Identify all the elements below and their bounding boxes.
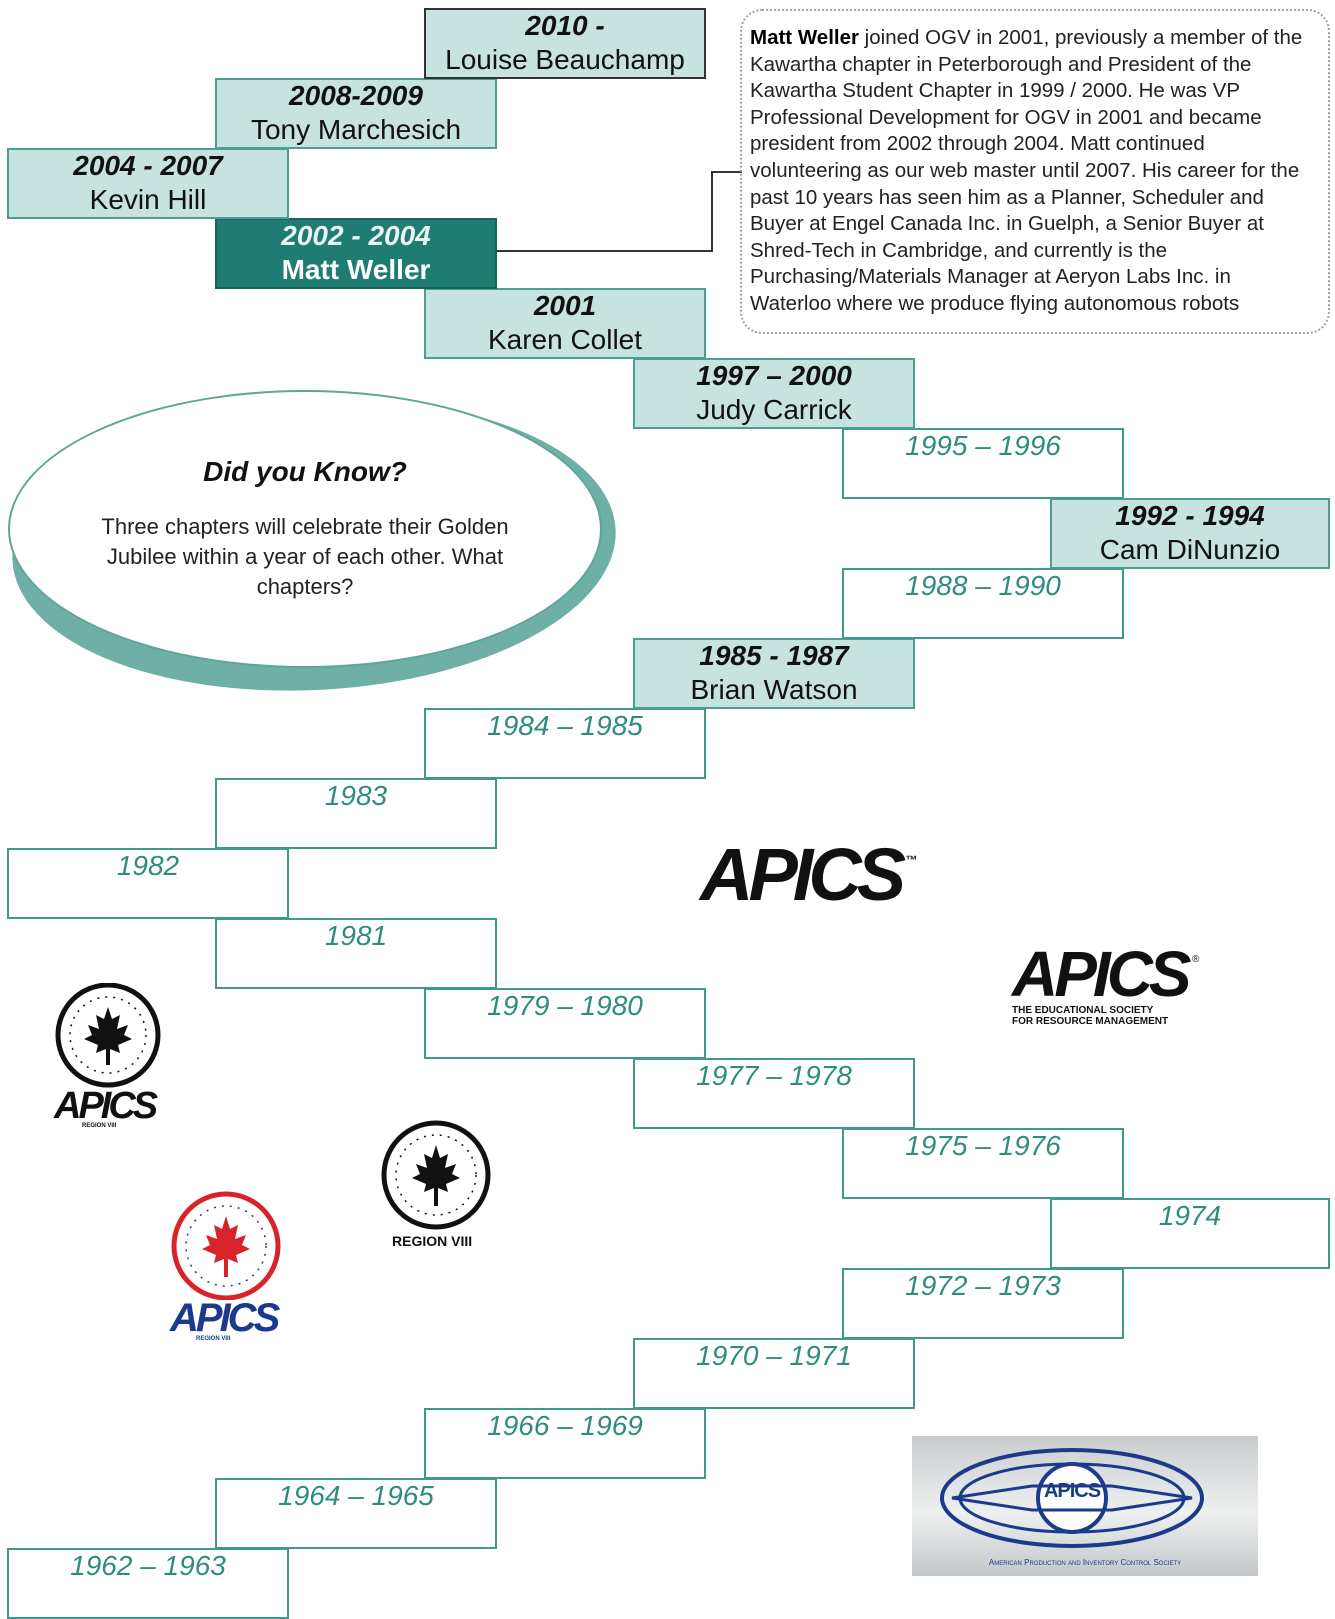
- did-you-know-title: Did you Know?: [203, 456, 407, 487]
- capic-red-seal-icon: [171, 1191, 281, 1301]
- timeline-years: 2002 - 2004: [281, 220, 431, 251]
- timeline-years: 1984 – 1985: [487, 710, 643, 741]
- timeline-entry: 1988 – 1990: [842, 568, 1124, 639]
- timeline-years: 1997 – 2000: [696, 360, 852, 391]
- timeline-years: 1988 – 1990: [905, 570, 1061, 601]
- timeline-entry: 1974: [1050, 1198, 1330, 1269]
- capic-region-logo: REGION VIII: [378, 1120, 498, 1250]
- timeline-entry: 1984 – 1985: [424, 708, 706, 779]
- capic-black-seal-icon: [55, 982, 161, 1088]
- did-you-know-body: Three chapters will celebrate their Gold…: [101, 514, 509, 599]
- did-you-know-bubble: Did you Know? Three chapters will celebr…: [8, 390, 602, 668]
- timeline-president-name: Cam DiNunzio: [1099, 534, 1281, 565]
- apics-oval-text: APICS: [1043, 1480, 1101, 1502]
- capic-region-sub: REGION VIII: [392, 1233, 473, 1249]
- timeline-years: 1979 – 1980: [487, 990, 643, 1021]
- bio-textbox: Matt Weller joined OGV in 2001, previous…: [740, 9, 1330, 334]
- timeline-years: 2010 -: [525, 10, 605, 41]
- capic-red-apics-logo: APICS REGION VIII: [168, 1190, 298, 1350]
- timeline-years: 1981: [324, 920, 388, 951]
- timeline-president-name: Brian Watson: [690, 674, 858, 705]
- apics-society-logo: APICS ® THE EDUCATIONAL SOCIETY FOR RESO…: [1012, 937, 1202, 1027]
- timeline-years: 1970 – 1971: [696, 1340, 852, 1371]
- capic-black-apics-logo: APICS REGION VIII: [52, 982, 172, 1133]
- timeline-entry: 1962 – 1963: [7, 1548, 289, 1619]
- timeline-president-name: Judy Carrick: [696, 394, 852, 425]
- timeline-years: 1982: [116, 850, 180, 881]
- apics-society-text: APICS: [1012, 938, 1192, 1010]
- timeline-years: 1992 - 1994: [1115, 500, 1265, 531]
- apics-oval-caption: American Production and Inventory Contro…: [988, 1558, 1182, 1567]
- timeline-years: 2001: [533, 290, 597, 321]
- timeline-years: 1985 - 1987: [699, 640, 849, 671]
- timeline-entry: 1970 – 1971: [633, 1338, 915, 1409]
- timeline-entry: 1977 – 1978: [633, 1058, 915, 1129]
- timeline-years: 2004 - 2007: [73, 150, 223, 181]
- timeline-entry: 1995 – 1996: [842, 428, 1124, 499]
- timeline-years: 1974: [1158, 1200, 1222, 1231]
- bio-text: joined OGV in 2001, previously a member …: [750, 26, 1303, 315]
- timeline-president-name: Tony Marchesich: [250, 114, 462, 145]
- timeline-years: 1975 – 1976: [905, 1130, 1061, 1161]
- timeline-years: 1966 – 1969: [487, 1410, 643, 1441]
- timeline-president-name: Karen Collet: [487, 324, 643, 355]
- capic-red-sub: REGION VIII: [196, 1336, 231, 1342]
- timeline-entry: 1979 – 1980: [424, 988, 706, 1059]
- capic-black-sub: REGION VIII: [82, 1123, 117, 1129]
- capic-red-apics-text: APICS: [170, 1296, 280, 1340]
- timeline-years: 1983: [324, 780, 388, 811]
- apics-tm-text: APICS: [700, 833, 906, 916]
- timeline-years: 1977 – 1978: [696, 1060, 852, 1091]
- timeline-years: 1972 – 1973: [905, 1270, 1061, 1301]
- apics-society-line2: FOR RESOURCE MANAGEMENT: [1012, 1016, 1169, 1027]
- apics-tm-logo: APICS ™: [700, 832, 918, 917]
- timeline-entry: 1975 – 1976: [842, 1128, 1124, 1199]
- bio-name: Matt Weller: [750, 26, 859, 49]
- apics-society-line1: THE EDUCATIONAL SOCIETY: [1012, 1005, 1154, 1016]
- timeline-entry: 1983: [215, 778, 497, 849]
- timeline-entry: 2010 -Louise Beauchamp: [424, 8, 706, 79]
- timeline-years: 1995 – 1996: [905, 430, 1061, 461]
- timeline-president-name: Kevin Hill: [89, 184, 207, 215]
- timeline-entry: 1981: [215, 918, 497, 989]
- capic-region-seal-icon: [381, 1120, 491, 1230]
- timeline-entry: 1972 – 1973: [842, 1268, 1124, 1339]
- apics-oval-emblem-icon: [940, 1448, 1204, 1548]
- timeline-years: 1962 – 1963: [70, 1550, 226, 1581]
- timeline-years: 1964 – 1965: [278, 1480, 434, 1511]
- capic-black-apics-text: APICS: [54, 1085, 158, 1127]
- timeline-years: 2008-2009: [289, 80, 423, 111]
- timeline-entry: 1966 – 1969: [424, 1408, 706, 1479]
- timeline-president-name: Matt Weller: [281, 254, 431, 285]
- apics-tm-mark: ™: [905, 852, 918, 867]
- timeline-entry: 1964 – 1965: [215, 1478, 497, 1549]
- apics-society-mark: ®: [1192, 953, 1200, 965]
- apics-oval-logo: APICS American Production and Inventory …: [912, 1436, 1258, 1576]
- timeline-entry: 1982: [7, 848, 289, 919]
- timeline-president-name: Louise Beauchamp: [445, 44, 685, 75]
